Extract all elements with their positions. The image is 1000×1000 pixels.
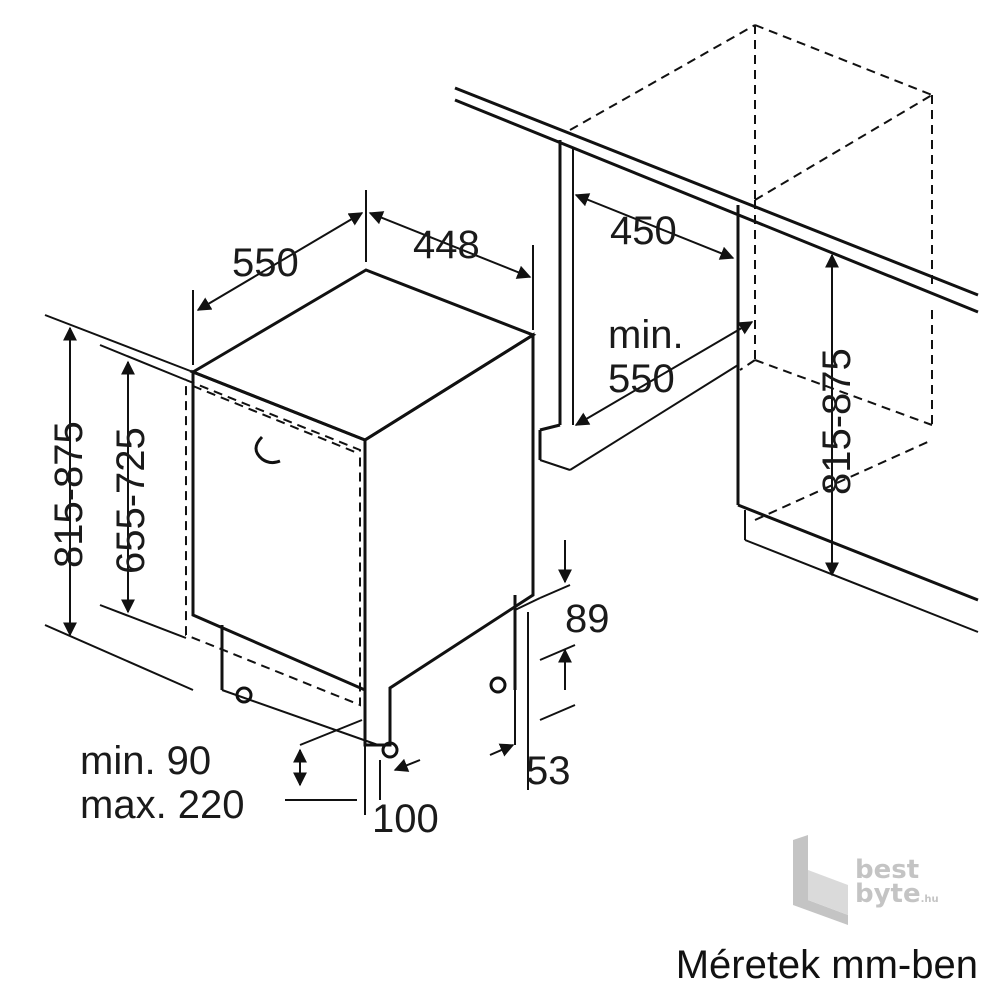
bestbyte-logo-text: best byte.hu bbox=[855, 855, 939, 912]
built-in-niche bbox=[454, 24, 979, 633]
bestbyte-logo bbox=[793, 835, 848, 925]
dim-plinth-top-label: 89 bbox=[565, 597, 610, 641]
logo-byte: byte bbox=[855, 879, 921, 909]
logo-line-best: best bbox=[855, 855, 920, 885]
dim-min-label: min. bbox=[608, 313, 684, 357]
dimension-lines bbox=[44, 190, 839, 815]
dim-min-depth-label: 550 bbox=[608, 357, 675, 401]
dim-door-height-label: 655-725 bbox=[109, 427, 153, 574]
dim-depth-label: 550 bbox=[232, 241, 299, 285]
dim-plinth-bottom-label: 53 bbox=[526, 749, 571, 793]
logo-line-byte: byte.hu bbox=[855, 879, 939, 912]
dishwasher-body bbox=[185, 268, 541, 759]
dim-plinth-min-label: min. 90 bbox=[80, 739, 211, 783]
caption: Méretek mm-ben bbox=[675, 943, 978, 987]
dim-plinth-max-label: max. 220 bbox=[80, 783, 245, 827]
dim-cabinet-depth-label: 450 bbox=[610, 209, 677, 253]
dim-width-label: 448 bbox=[413, 223, 480, 267]
dim-plinth-depth-label: 100 bbox=[372, 797, 439, 841]
logo-suffix: .hu bbox=[920, 894, 939, 905]
dim-total-height-label: 815-875 bbox=[47, 421, 91, 568]
dim-niche-height-label: 815-875 bbox=[815, 348, 859, 495]
